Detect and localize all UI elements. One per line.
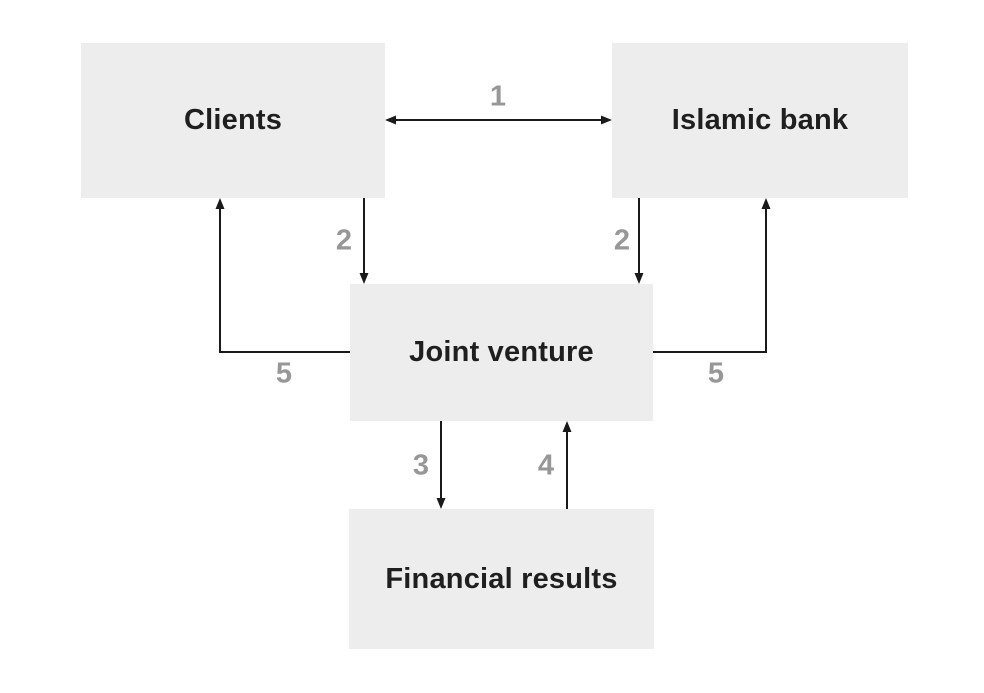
edge-label-3: 3: [412, 449, 430, 482]
node-clients-label: Clients: [183, 104, 283, 136]
node-joint-venture: Joint venture: [350, 284, 653, 421]
edge-label-2-right: 2: [613, 224, 631, 257]
edge-label-1: 1: [489, 80, 507, 113]
node-islamic-bank-label: Islamic bank: [671, 104, 849, 136]
edge-joint-venture-islamic-bank-arrow: [653, 198, 771, 353]
node-financial-results: Financial results: [349, 509, 654, 649]
edge-joint-venture-clients-arrow: [215, 198, 350, 353]
edge-label-5-right: 5: [707, 357, 725, 390]
edge-label-5-left: 5: [275, 357, 293, 390]
node-financial-results-label: Financial results: [385, 562, 618, 595]
edge-label-4: 4: [537, 449, 555, 482]
edge-islamic-bank-joint-venture-arrow: [634, 198, 644, 284]
edge-joint-venture-financial-results-arrow: [436, 421, 446, 509]
node-clients: Clients: [81, 43, 385, 198]
node-joint-venture-label: Joint venture: [409, 336, 594, 368]
edge-clients-joint-venture-arrow: [359, 198, 369, 284]
node-islamic-bank: Islamic bank: [612, 43, 908, 198]
edge-financial-results-joint-venture-arrow: [562, 421, 572, 509]
edge-clients-islamic-bank-arrow: [385, 115, 612, 125]
edge-label-2-left: 2: [335, 224, 353, 257]
